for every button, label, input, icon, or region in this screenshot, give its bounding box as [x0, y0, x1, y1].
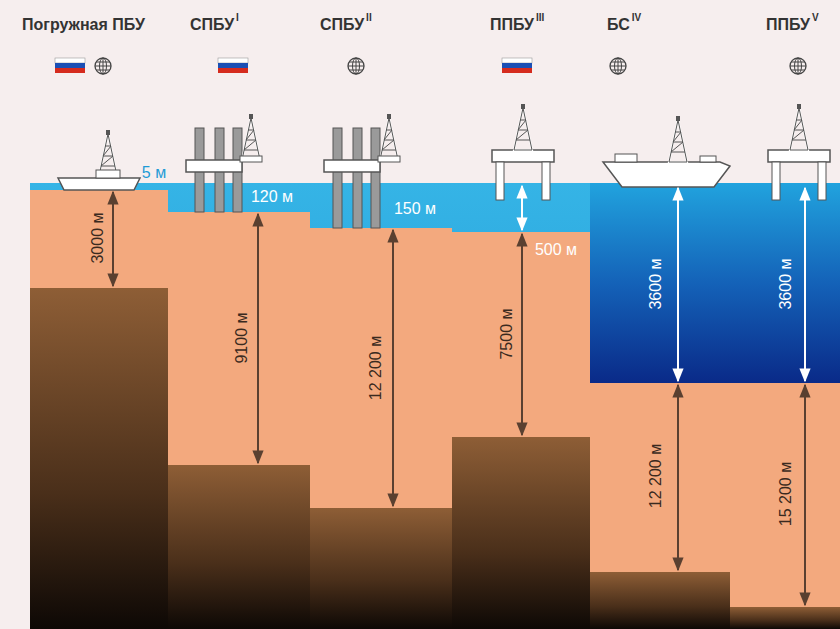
dimension: 500 м [535, 242, 577, 258]
dimension: 3000 м [90, 212, 106, 263]
superscript: V [812, 13, 819, 23]
rig-type: СПБУ [320, 17, 364, 33]
superscript: II [366, 13, 372, 23]
dimension: 120 м [251, 189, 293, 205]
dimension: 12 200 м [648, 444, 664, 508]
dimension: 15 200 м [778, 462, 794, 526]
dimension: 12 200 м [368, 336, 384, 400]
superscript: IV [632, 13, 641, 23]
dimension: 3600 м [778, 258, 794, 309]
dimension: 9100 м [234, 312, 250, 363]
dimension: 5 м [142, 165, 166, 181]
dimension: 150 м [394, 201, 436, 217]
rig-type: ППБУ [490, 17, 534, 33]
dimension: 3600 м [648, 258, 664, 309]
dimension: 7500 м [499, 308, 515, 359]
rig-type: ППБУ [766, 17, 810, 33]
rig-type: БС [607, 17, 630, 33]
rig-type: СПБУ [190, 17, 234, 33]
superscript: I [236, 13, 239, 23]
superscript: III [536, 13, 544, 23]
rig-type: Погружная ПБУ [22, 17, 145, 33]
